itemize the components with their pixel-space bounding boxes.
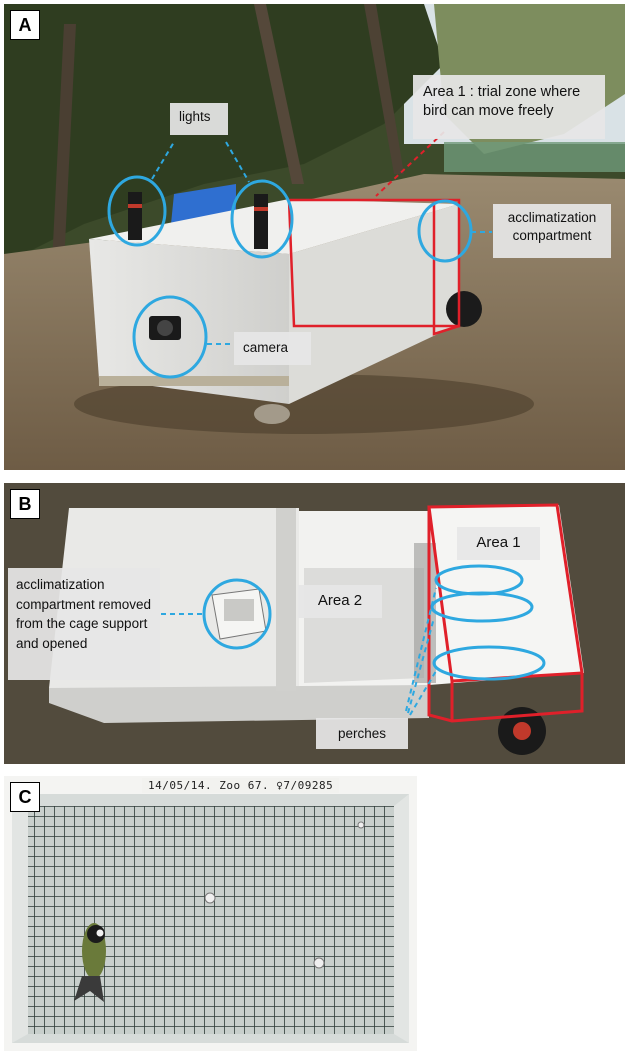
tree-trunk — [254, 4, 304, 184]
tree-trunk-3 — [52, 24, 76, 264]
acclimatization-callout: acclimatization compartment — [493, 204, 611, 258]
acclim-ellipse — [202, 578, 272, 650]
panel-a-letter: A — [10, 10, 40, 40]
cage-mesh-c — [28, 806, 394, 1034]
perch-ellipse-3 — [432, 645, 546, 681]
leader-perch-1 — [405, 587, 437, 712]
acclimatization-removed-callout: acclimatization compartment removed from… — [8, 568, 160, 680]
cage-box-side — [289, 204, 459, 404]
panel-c: C 14/05/14. Zoo 67. ♀7/09285 — [4, 776, 417, 1051]
panel-b-photo — [4, 483, 625, 764]
cage-label: 14/05/14. Zoo 67. ♀7/09285 — [142, 778, 340, 793]
stone — [254, 404, 290, 424]
leader-lights-left — [151, 141, 175, 180]
light-right-band — [254, 207, 268, 211]
perch-ring-2 — [313, 957, 325, 969]
cage-wall-right — [394, 794, 409, 1043]
perch-ellipse-2 — [430, 591, 534, 623]
area-1-callout: Area 1 : trial zone where bird can move … — [413, 75, 605, 139]
leader-area1 — [375, 131, 445, 197]
panel-c-letter: C — [10, 782, 40, 812]
camera-lens — [157, 320, 173, 336]
panel-a: A lights camera Area 1 : trial zone wher… — [4, 4, 625, 470]
lights-callout: lights — [170, 103, 228, 135]
panel-b: B Area 1 Area 2 acclimatization compartm… — [4, 483, 625, 764]
cage-base — [99, 376, 289, 386]
lights-ellipse-right — [230, 179, 294, 259]
wheel — [446, 291, 482, 327]
cage-front-side — [49, 685, 429, 723]
camera-ellipse — [132, 295, 208, 379]
panel-c-photo — [4, 776, 417, 1051]
leader-perch-2 — [407, 617, 435, 714]
area-2-callout: Area 2 — [298, 585, 382, 618]
camera-callout: camera — [234, 332, 311, 365]
acclim-box-opening — [224, 599, 254, 621]
area-1-b-callout: Area 1 — [457, 527, 540, 560]
leader-lights-right — [225, 141, 250, 183]
light-right — [254, 194, 268, 249]
cage-wall-left — [12, 794, 28, 1043]
bird — [74, 923, 106, 1002]
panel-b-letter: B — [10, 489, 40, 519]
light-left — [128, 192, 142, 240]
tree-trunk-2 — [364, 4, 404, 174]
cage-seam — [276, 508, 296, 691]
lights-ellipse-left — [107, 175, 167, 247]
perch-ring-4 — [357, 821, 365, 829]
area-1-outline-side — [432, 202, 460, 336]
light-left-band — [128, 204, 142, 208]
cage-box-top — [89, 199, 459, 254]
perch-ring-1 — [204, 892, 216, 904]
green-fence — [444, 142, 625, 172]
wheel-b-hub — [513, 722, 531, 740]
perches-callout: perches — [316, 718, 408, 749]
